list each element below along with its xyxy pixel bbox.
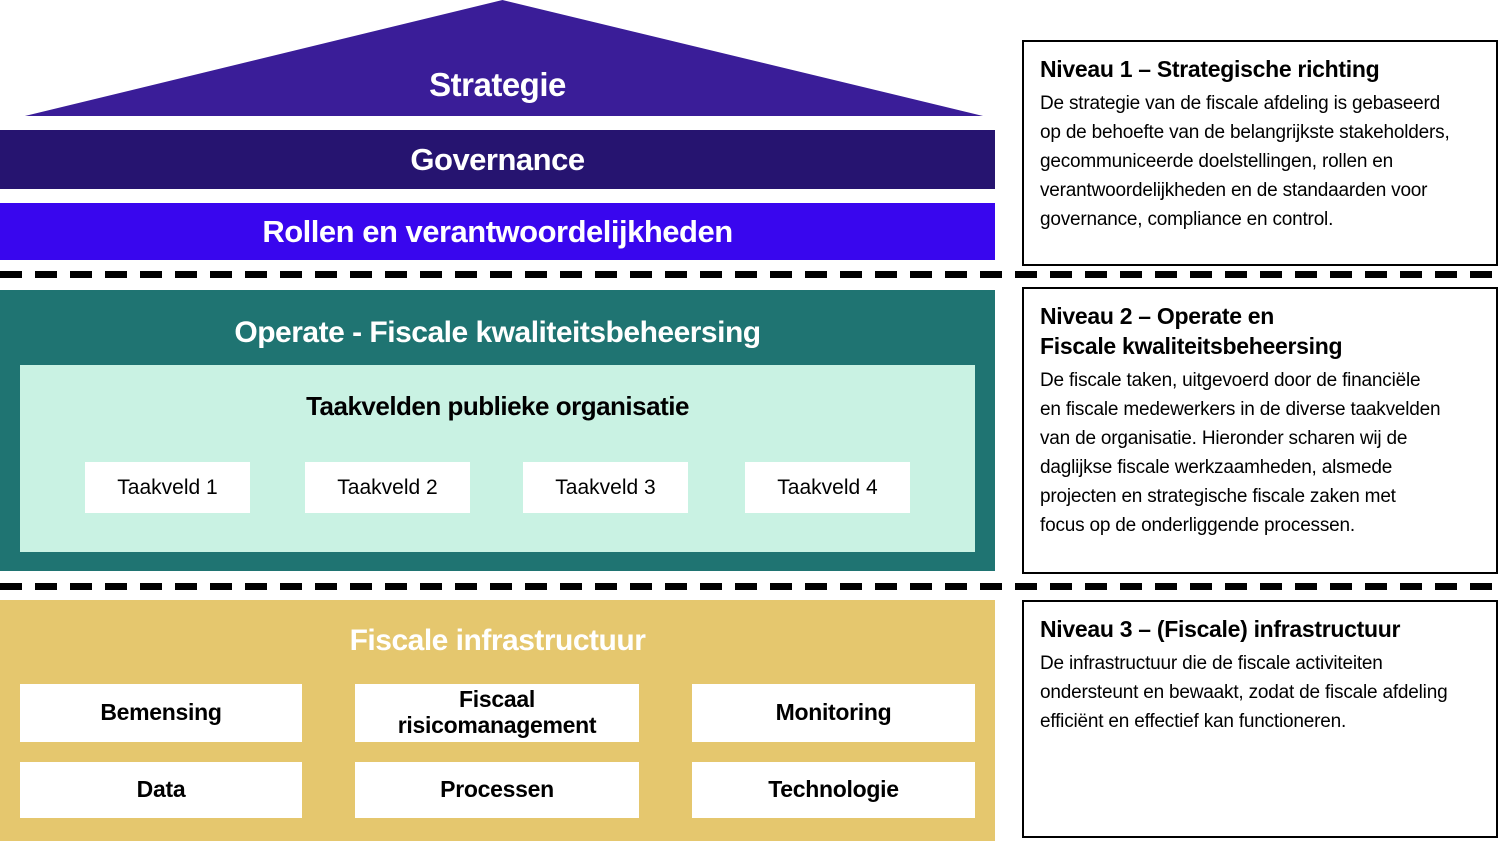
niveau-1-panel: Niveau 1 – Strategische richting De stra… xyxy=(1022,40,1498,266)
rollen-bar: Rollen en verantwoordelijkheden xyxy=(0,203,995,260)
niveau-2-body: De fiscale taken, uitgevoerd door de fin… xyxy=(1040,370,1441,536)
dashed-separator-1 xyxy=(0,271,1500,278)
infra-box-bemensing: Bemensing xyxy=(20,684,302,742)
niveau-1-title: Niveau 1 – Strategische richting xyxy=(1040,56,1380,82)
infrastructuur-section: Fiscale infrastructuur Bemensing Fiscaal… xyxy=(0,600,995,841)
taakveld-box-2: Taakveld 2 xyxy=(305,462,470,513)
niveau-3-panel: Niveau 3 – (Fiscale) infrastructuur De i… xyxy=(1022,600,1498,838)
strategie-roof-triangle: Strategie xyxy=(24,0,984,116)
taakveld-box-1: Taakveld 1 xyxy=(85,462,250,513)
operate-title: Operate - Fiscale kwaliteitsbeheersing xyxy=(234,316,761,349)
niveau-2-panel: Niveau 2 – Operate en Fiscale kwaliteits… xyxy=(1022,287,1498,574)
niveau-1-body: De strategie van de fiscale afdeling is … xyxy=(1040,93,1450,230)
taakveld-box-3: Taakveld 3 xyxy=(523,462,688,513)
dashed-separator-2 xyxy=(0,583,1500,590)
governance-label: Governance xyxy=(410,141,585,177)
niveau-2-title: Niveau 2 – Operate en Fiscale kwaliteits… xyxy=(1040,303,1343,359)
rollen-label: Rollen en verantwoordelijkheden xyxy=(262,213,733,249)
infra-box-technologie: Technologie xyxy=(692,762,975,818)
taakveld-box-4: Taakveld 4 xyxy=(745,462,910,513)
taakvelden-panel: Taakvelden publieke organisatie Taakveld… xyxy=(20,365,975,552)
infra-box-fiscaal-risicomanagement: Fiscaal risicomanagement xyxy=(355,684,639,742)
governance-bar: Governance xyxy=(0,130,995,189)
infrastructuur-title: Fiscale infrastructuur xyxy=(349,624,646,657)
infra-box-data: Data xyxy=(20,762,302,818)
infra-box-monitoring: Monitoring xyxy=(692,684,975,742)
infra-box-processen: Processen xyxy=(355,762,639,818)
strategie-label: Strategie xyxy=(429,66,566,103)
taakvelden-title: Taakvelden publieke organisatie xyxy=(306,391,689,421)
niveau-3-body: De infrastructuur die de fiscale activit… xyxy=(1040,653,1448,732)
niveau-3-title: Niveau 3 – (Fiscale) infrastructuur xyxy=(1040,616,1401,642)
operate-section: Operate - Fiscale kwaliteitsbeheersing T… xyxy=(0,290,995,571)
